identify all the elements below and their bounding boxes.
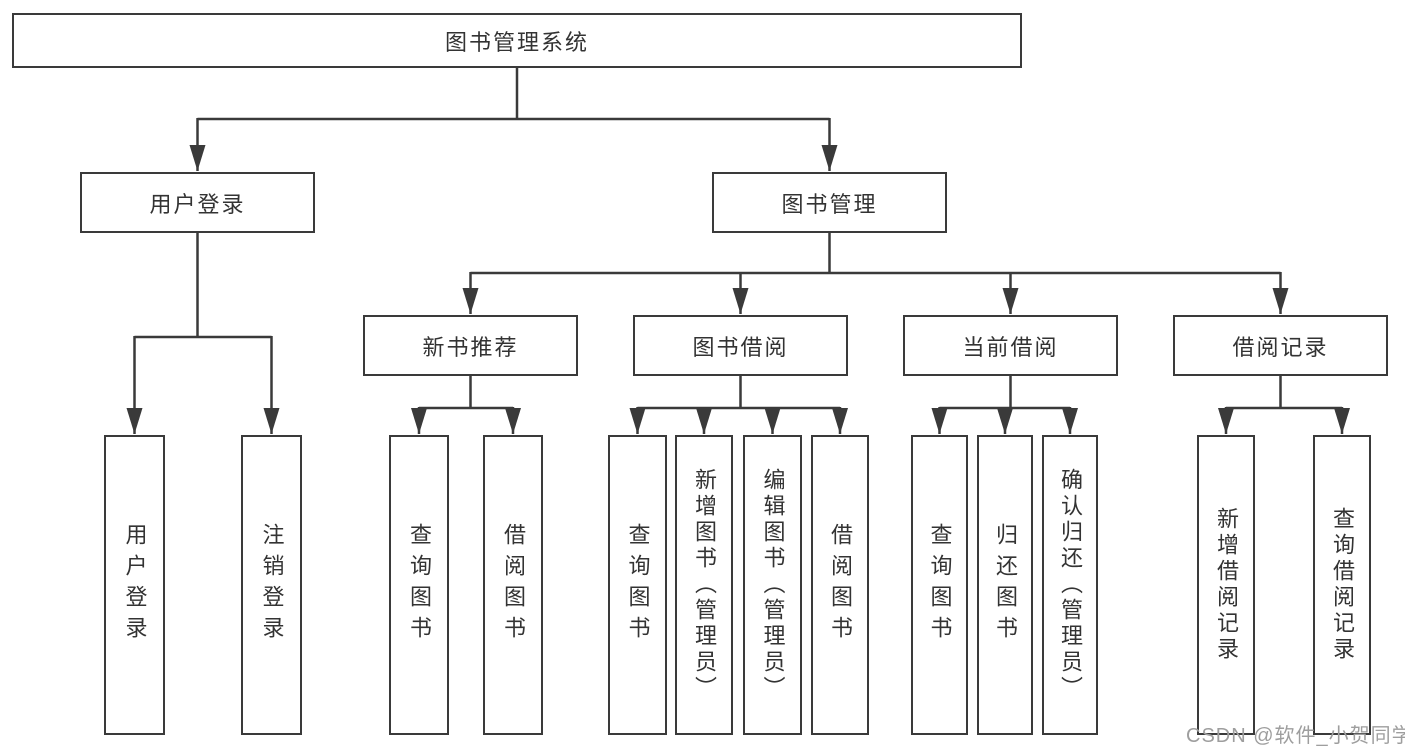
node-label: 图书管理系统 [444, 29, 589, 55]
leaf-add-borrow-record: 新增借阅记录 [1197, 435, 1255, 735]
node-label: 图书借阅 [692, 334, 789, 360]
leaf-label: 查询借阅记录 [1330, 507, 1355, 663]
leaf-label: 用户登录 [122, 523, 148, 647]
node-borrow-records: 借阅记录 [1173, 315, 1388, 376]
node-root-library-management-system: 图书管理系统 [12, 13, 1022, 68]
leaf-query-books: 查询图书 [608, 435, 667, 735]
leaf-query-books: 查询图书 [389, 435, 449, 735]
node-label: 新书推荐 [422, 334, 519, 360]
leaf-borrow-books: 借阅图书 [483, 435, 543, 735]
leaf-add-books-admin: 新增图书（管理员） [675, 435, 733, 735]
leaf-edit-books-admin: 编辑图书（管理员） [743, 435, 802, 735]
leaf-label: 编辑图书（管理员） [760, 468, 786, 702]
leaf-query-books: 查询图书 [911, 435, 968, 735]
leaf-query-borrow-record: 查询借阅记录 [1313, 435, 1371, 735]
leaf-label: 查询图书 [625, 523, 651, 647]
node-label: 图书管理 [781, 191, 878, 217]
node-current-borrow: 当前借阅 [903, 315, 1118, 376]
leaf-label: 确认归还（管理员） [1058, 468, 1083, 702]
leaf-label: 借阅图书 [501, 523, 526, 647]
leaf-borrow-books: 借阅图书 [811, 435, 869, 735]
node-new-book-recommend: 新书推荐 [363, 315, 578, 376]
leaf-label: 借阅图书 [828, 523, 853, 647]
leaf-label: 查询图书 [927, 523, 953, 647]
leaf-return-books: 归还图书 [977, 435, 1033, 735]
leaf-confirm-return-admin: 确认归还（管理员） [1042, 435, 1098, 735]
leaf-logout-login: 注销登录 [241, 435, 302, 735]
csdn-watermark: CSDN @软件_小贺同学 [1186, 725, 1405, 747]
node-label: 当前借阅 [962, 334, 1059, 360]
leaf-label: 新增图书（管理员） [692, 468, 717, 702]
leaf-label: 查询图书 [407, 523, 432, 647]
node-book-borrow: 图书借阅 [633, 315, 848, 376]
leaf-label: 注销登录 [259, 523, 285, 647]
node-label: 借阅记录 [1232, 334, 1329, 360]
node-book-management: 图书管理 [712, 172, 947, 233]
node-user-login: 用户登录 [80, 172, 315, 233]
node-label: 用户登录 [149, 191, 246, 217]
leaf-user-login: 用户登录 [104, 435, 165, 735]
leaf-label: 新增借阅记录 [1214, 507, 1239, 663]
leaf-label: 归还图书 [993, 523, 1018, 647]
